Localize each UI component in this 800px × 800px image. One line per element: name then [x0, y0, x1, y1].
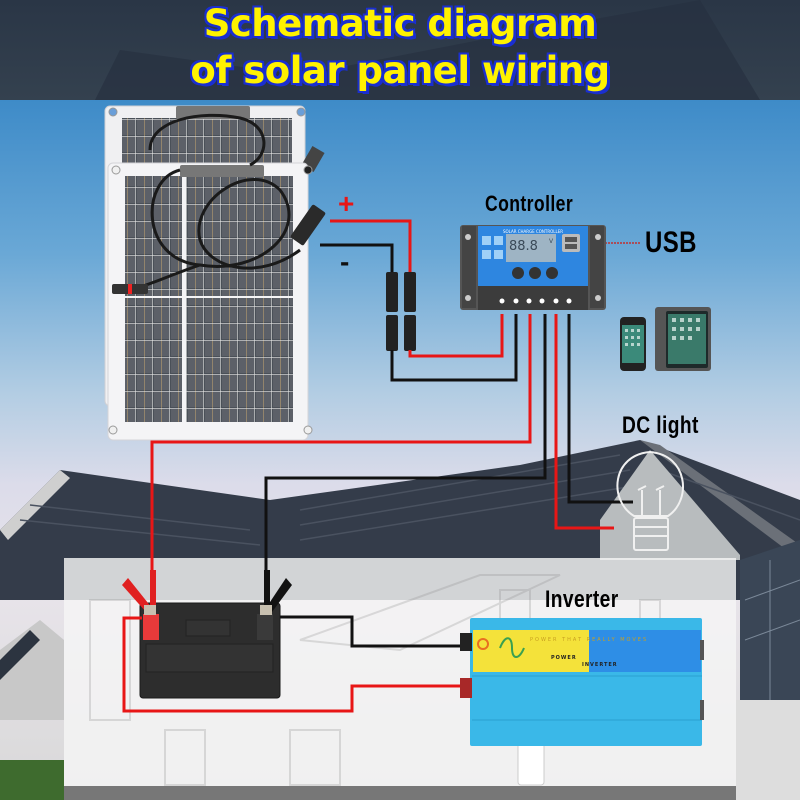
title-line-2: of solar panel wiring	[190, 49, 610, 92]
positive-sign: +	[338, 188, 355, 219]
smartphone	[620, 317, 646, 371]
hedge	[0, 760, 64, 800]
controller-header-text: SOLAR CHARGE CONTROLLER	[503, 229, 563, 234]
panel-cable	[150, 168, 301, 270]
negative-sign: -	[340, 246, 350, 277]
lcd-display	[506, 234, 556, 262]
button-middle	[529, 267, 541, 279]
inverter: POWER THAT REALLY MOVES POWER INVERTER	[460, 618, 704, 746]
menu-icon	[482, 236, 491, 245]
dc-light-label: DC light	[622, 412, 699, 439]
inverter-positive-terminal	[460, 678, 472, 698]
inverter-negative-terminal	[460, 633, 472, 651]
button-right	[546, 267, 558, 279]
roof-tiles	[19, 454, 800, 546]
house-base	[64, 786, 736, 800]
usb-port	[562, 234, 580, 252]
positive-clamp	[122, 570, 156, 615]
positive-wire-to-controller	[408, 314, 504, 358]
button-left	[512, 267, 524, 279]
settings-icon	[494, 236, 503, 245]
inverter-positive-wire	[122, 616, 462, 713]
mc4-branch-connectors	[386, 272, 416, 351]
inverter-name-1: POWER	[551, 655, 577, 661]
battery-negative-terminal	[257, 614, 273, 640]
window-left	[89, 599, 131, 721]
left-house-roof	[0, 630, 40, 680]
battery	[139, 602, 281, 699]
positive-wire-panel	[330, 219, 412, 280]
junction-box	[180, 165, 264, 177]
right-roof-panels	[744, 560, 800, 700]
dc-light-bulb	[616, 450, 684, 551]
load-negative-wire	[567, 314, 633, 504]
lcd-unit: V	[549, 238, 554, 245]
solar-panel-front	[107, 113, 326, 441]
power-switch-icon	[477, 638, 489, 650]
controller-label: Controller	[485, 191, 574, 216]
terminal-screws	[499, 298, 572, 304]
load-positive-wire	[554, 314, 614, 530]
mc4-connector-right	[290, 204, 326, 246]
inverter-label: Inverter	[545, 586, 619, 613]
right-house-wall	[736, 700, 800, 800]
negative-clamp	[260, 570, 292, 615]
inverter-name-2: INVERTER	[582, 662, 618, 668]
negative-wire-to-controller	[390, 314, 518, 382]
usb-label: USB	[645, 226, 697, 259]
terminal-block	[478, 286, 588, 310]
clock-icon	[482, 250, 491, 259]
inverter-tagline: POWER THAT REALLY MOVES	[530, 637, 648, 643]
title-roof-silhouette	[95, 0, 760, 100]
lcd-reading: 88.8	[509, 239, 538, 254]
charge-controller: SOLAR CHARGE CONTROLLER 88.8 V	[460, 225, 606, 310]
sine-wave-logo-icon	[499, 637, 525, 658]
battery-positive-terminal	[143, 614, 159, 640]
window-bottom-left	[164, 729, 206, 786]
window-bottom-mid	[289, 729, 341, 786]
lock-icon	[494, 250, 503, 259]
panel-cable-back	[148, 113, 266, 167]
tablet	[655, 307, 711, 371]
battery-negative-wire	[264, 314, 547, 570]
title-line-1: Schematic diagram	[203, 2, 597, 45]
negative-wire-panel	[320, 243, 394, 280]
battery-positive-wire	[150, 314, 532, 570]
inverter-negative-wire	[280, 615, 462, 648]
